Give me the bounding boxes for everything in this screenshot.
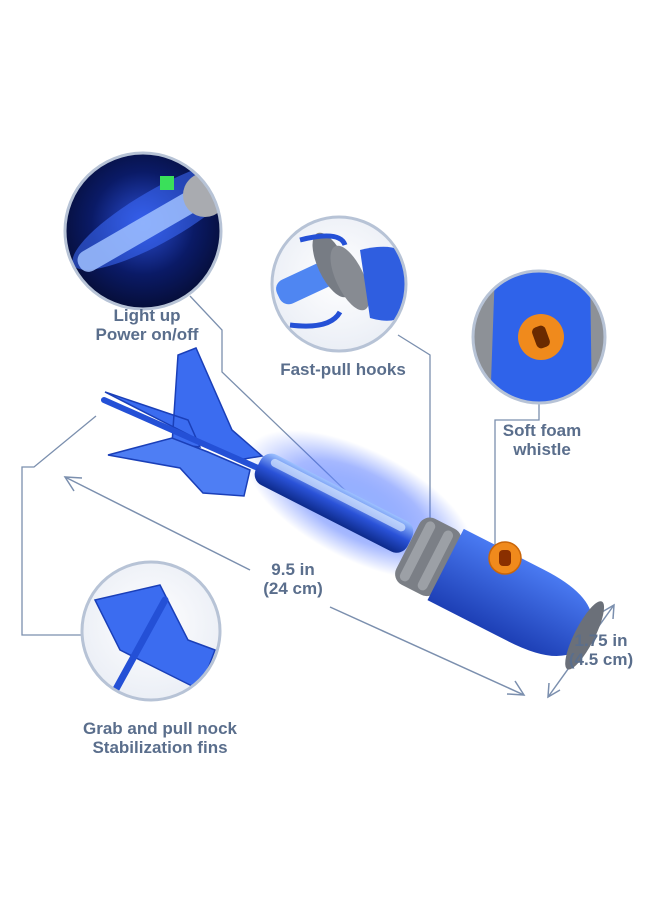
label-length-in: 9.5 in [271,560,315,579]
label-whistle-line2: whistle [513,440,571,459]
label-diameter-in: 1.75 in [574,631,628,650]
leader-line-whistle [494,403,540,548]
leader-line-nock [21,415,97,636]
stabilization-fin-top [104,347,264,461]
label-nock-line1: Grab and pull nock [83,719,237,738]
callout-circle-hooks [270,215,408,353]
label-light-up-line2: Power on/off [95,325,199,344]
label-diameter-cm: (4.5 cm) [568,650,634,669]
callout-circle-whistle [471,269,607,405]
label-fast-pull-hooks: Fast-pull hooks [268,360,418,379]
rocket [101,347,605,670]
leader-line-hooks [397,334,431,519]
label-light-up: Light up Power on/off [72,306,222,344]
length-dimension-line [63,476,526,696]
label-light-up-line1: Light up [113,306,181,325]
callout-circle-nock [80,560,222,702]
label-length: 9.5 in (24 cm) [248,560,338,598]
label-whistle-line1: Soft foam [502,421,582,440]
label-hooks-line1: Fast-pull hooks [280,360,406,379]
label-length-cm: (24 cm) [263,579,323,598]
label-nock-fins: Grab and pull nock Stabilization fins [60,719,260,757]
label-nock-line2: Stabilization fins [92,738,228,757]
callout-circle-light-up [63,151,223,311]
label-soft-foam-whistle: Soft foam whistle [472,421,612,459]
stabilization-fin-bottom [107,437,251,497]
label-diameter: 1.75 in (4.5 cm) [552,631,650,669]
